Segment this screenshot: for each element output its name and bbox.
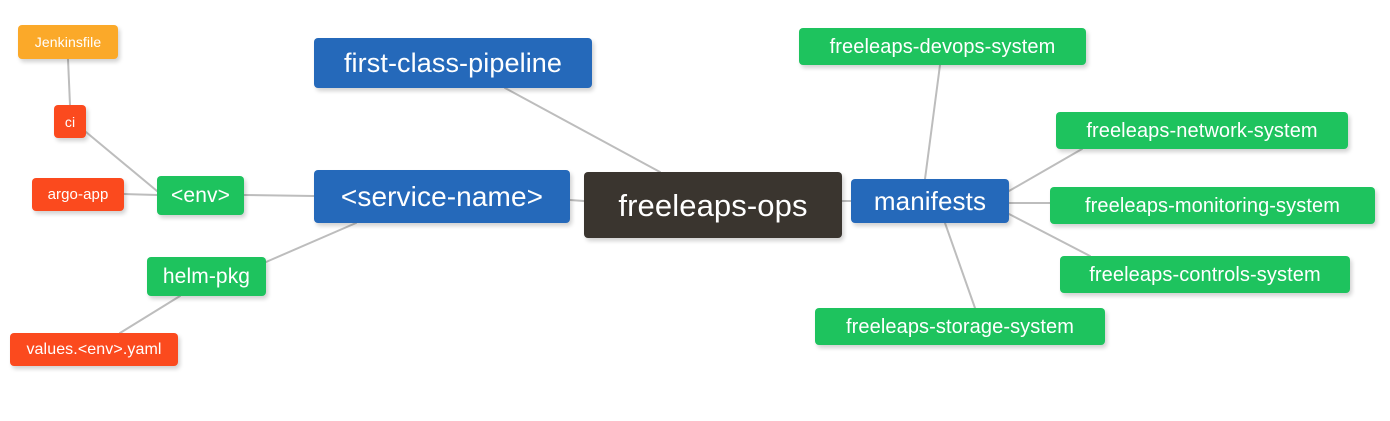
node-jenkinsfile[interactable]: Jenkinsfile — [18, 25, 118, 59]
edge-jenkinsfile-to-ci — [67, 58, 71, 106]
node-ci[interactable]: ci — [54, 105, 86, 138]
node-env[interactable]: <env> — [157, 176, 244, 215]
node-label-values-env-yaml: values.<env>.yaml — [26, 340, 162, 358]
edge-argo-app-to-env — [123, 193, 158, 196]
node-service-name[interactable]: <service-name> — [314, 170, 570, 223]
node-label-ci: ci — [64, 113, 76, 130]
node-freeleaps-ops[interactable]: freeleaps-ops — [584, 172, 842, 238]
node-label-manifests: manifests — [873, 186, 987, 216]
edge-manifests-to-freeleaps-storage-system — [944, 222, 976, 309]
node-helm-pkg[interactable]: helm-pkg — [147, 257, 266, 296]
edge-manifests-to-freeleaps-devops-system — [924, 64, 941, 180]
node-freeleaps-storage-system[interactable]: freeleaps-storage-system — [815, 308, 1105, 345]
node-values-env-yaml[interactable]: values.<env>.yaml — [10, 333, 178, 366]
node-label-env: <env> — [171, 184, 230, 207]
node-label-service-name: <service-name> — [340, 180, 544, 212]
node-label-freeleaps-devops-system: freeleaps-devops-system — [829, 35, 1056, 58]
node-label-jenkinsfile: Jenkinsfile — [34, 34, 102, 50]
edge-manifests-to-freeleaps-network-system — [1008, 148, 1083, 192]
node-label-freeleaps-ops: freeleaps-ops — [618, 187, 808, 223]
edge-env-to-service-name — [243, 194, 315, 197]
node-label-freeleaps-monitoring-system: freeleaps-monitoring-system — [1084, 194, 1340, 217]
edge-values-env-yaml-to-helm-pkg — [119, 295, 181, 334]
edge-helm-pkg-to-service-name — [265, 222, 357, 263]
node-manifests[interactable]: manifests — [851, 179, 1009, 223]
node-label-argo-app: argo-app — [47, 186, 109, 203]
edge-service-name-to-freeleaps-ops — [569, 199, 585, 202]
node-first-class-pipeline[interactable]: first-class-pipeline — [314, 38, 592, 88]
node-freeleaps-controls-system[interactable]: freeleaps-controls-system — [1060, 256, 1350, 293]
node-label-helm-pkg: helm-pkg — [162, 265, 251, 288]
node-label-freeleaps-storage-system: freeleaps-storage-system — [845, 315, 1075, 338]
node-label-first-class-pipeline: first-class-pipeline — [343, 47, 563, 78]
node-argo-app[interactable]: argo-app — [32, 178, 124, 211]
node-freeleaps-network-system[interactable]: freeleaps-network-system — [1056, 112, 1348, 149]
node-label-freeleaps-network-system: freeleaps-network-system — [1086, 119, 1318, 142]
node-freeleaps-devops-system[interactable]: freeleaps-devops-system — [799, 28, 1086, 65]
edge-first-class-pipeline-to-freeleaps-ops — [504, 87, 661, 173]
node-label-freeleaps-controls-system: freeleaps-controls-system — [1089, 263, 1321, 286]
node-freeleaps-monitoring-system[interactable]: freeleaps-monitoring-system — [1050, 187, 1375, 224]
